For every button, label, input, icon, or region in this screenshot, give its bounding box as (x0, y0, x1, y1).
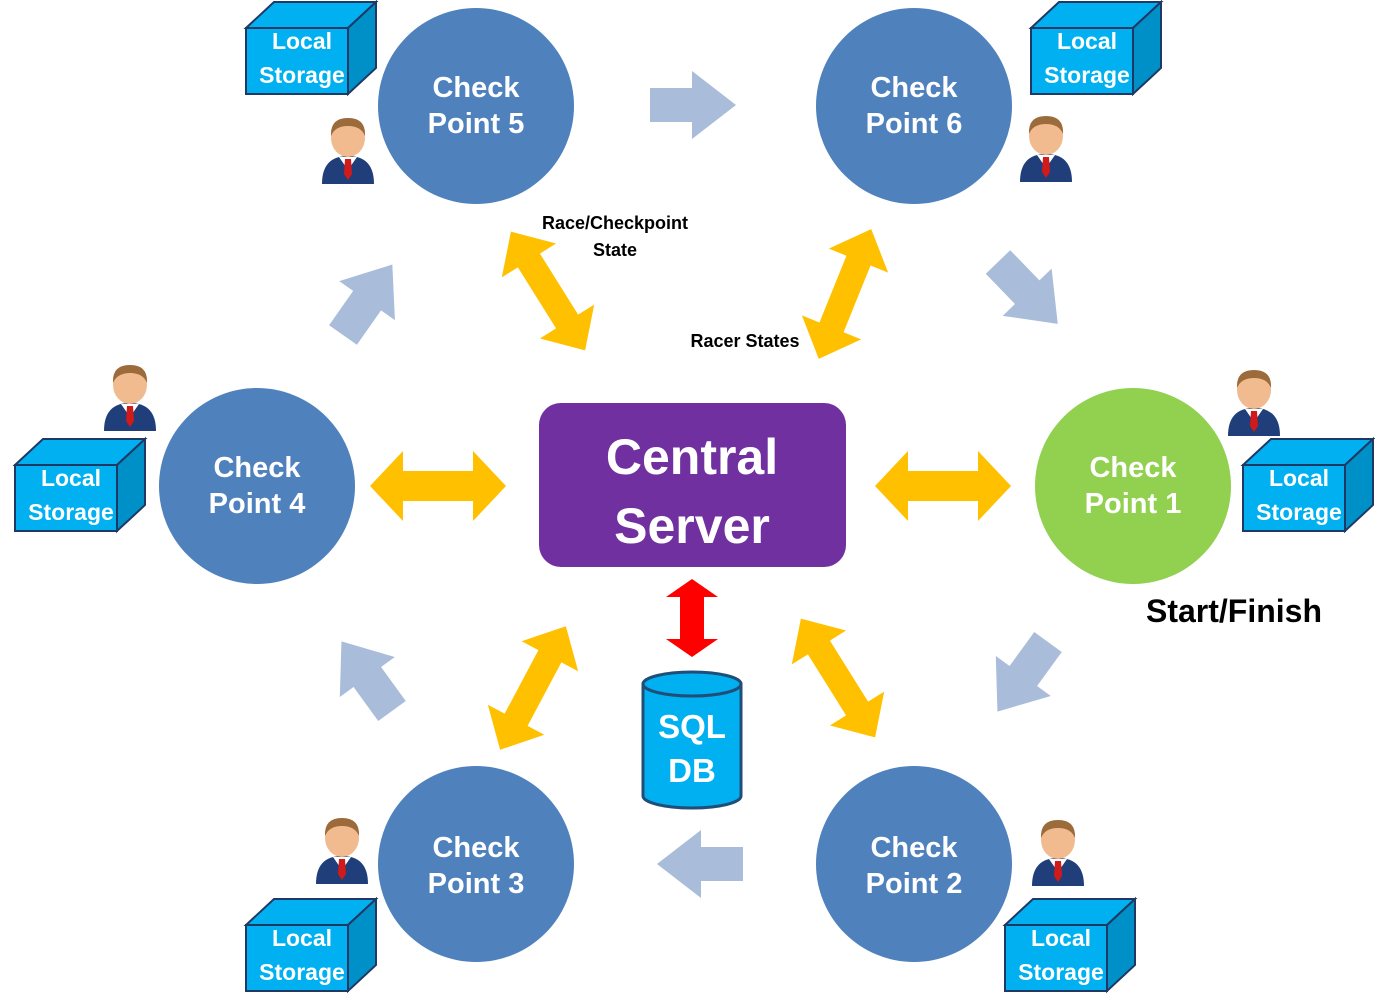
flow-arrow-6-to-1 (985, 250, 1058, 324)
checkpoint-1: Check Point 1 (1035, 388, 1231, 584)
person-icon (1032, 820, 1084, 886)
local-storage-line2: Storage (259, 62, 345, 88)
local-storage-line2: Storage (1256, 499, 1342, 525)
sync-arrows (370, 229, 1011, 750)
local-storage-line1: Local (1269, 465, 1329, 491)
sync-arrow-cp5 (501, 231, 595, 351)
sync-arrow-cp3 (487, 626, 579, 750)
sql-database: SQL DB (641, 670, 743, 810)
checkpoint-3-line1: Check (432, 832, 520, 864)
sync-arrow-cp6 (801, 229, 889, 359)
central-server-line1: Central (606, 429, 778, 485)
database-line2: DB (668, 752, 716, 789)
checkpoint-6-line2: Point 6 (866, 108, 963, 140)
checkpoint-5-line1: Check (432, 72, 520, 104)
flow-arrow-2-to-3 (657, 830, 743, 898)
checkpoint-1-line1: Check (1089, 452, 1177, 484)
local-storage-cp1: Local Storage (1240, 436, 1375, 534)
database-line1: SQL (658, 708, 726, 745)
race-state-label-line1: Race/Checkpoint (542, 213, 688, 233)
checkpoint-5: Check Point 5 (378, 8, 574, 204)
start-finish-label: Start/Finish (1146, 593, 1322, 629)
local-storage-cp6: Local Storage (1028, 0, 1164, 97)
flow-arrow-3-to-4 (339, 641, 406, 721)
local-storage-cp4: Local Storage (12, 436, 148, 534)
checkpoint-4-line1: Check (213, 452, 301, 484)
local-storage-line1: Local (272, 925, 332, 951)
race-state-label-line2: State (593, 240, 637, 260)
checkpoint-6: Check Point 6 (816, 8, 1012, 204)
local-storage-cp2: Local Storage (1002, 896, 1138, 994)
checkpoint-6-line1: Check (870, 72, 958, 104)
flow-arrow-5-to-6 (650, 71, 736, 139)
local-storage-line1: Local (41, 465, 101, 491)
local-storage-line1: Local (1031, 925, 1091, 951)
sync-arrow-cp1 (875, 451, 1011, 521)
checkpoint-2-line1: Check (870, 832, 958, 864)
sync-arrow-cp2 (791, 618, 885, 738)
checkpoint-5-line2: Point 5 (428, 108, 525, 140)
sync-arrow-cp4 (370, 451, 506, 521)
person-icon (322, 118, 374, 184)
central-server-line2: Server (614, 498, 770, 554)
local-storage-line2: Storage (28, 499, 114, 525)
person-icon (104, 365, 156, 431)
person-icon (316, 818, 368, 884)
local-storage-cp5: Local Storage (243, 0, 379, 97)
person-icon (1228, 370, 1280, 436)
checkpoint-3-line2: Point 3 (428, 868, 525, 900)
local-storage-line1: Local (272, 28, 332, 54)
person-icon (1020, 116, 1072, 182)
local-storage-line2: Storage (259, 959, 345, 985)
db-arrow (666, 579, 718, 657)
checkpoint-1-line2: Point 1 (1085, 488, 1182, 520)
flow-arrow-1-to-2 (995, 632, 1062, 712)
checkpoint-2-line2: Point 2 (866, 868, 963, 900)
local-storage-line2: Storage (1044, 62, 1130, 88)
checkpoint-3: Check Point 3 (378, 766, 574, 962)
local-storage-cp3: Local Storage (243, 896, 379, 994)
checkpoint-4: Check Point 4 (159, 388, 355, 584)
checkpoint-2: Check Point 2 (816, 766, 1012, 962)
checkpoint-4-line2: Point 4 (209, 488, 306, 520)
local-storage-line2: Storage (1018, 959, 1104, 985)
racer-states-label: Racer States (690, 331, 799, 351)
flow-arrows (329, 71, 1062, 898)
local-storage-line1: Local (1057, 28, 1117, 54)
flow-arrow-4-to-5 (329, 264, 395, 345)
central-server: Central Server (539, 403, 846, 567)
